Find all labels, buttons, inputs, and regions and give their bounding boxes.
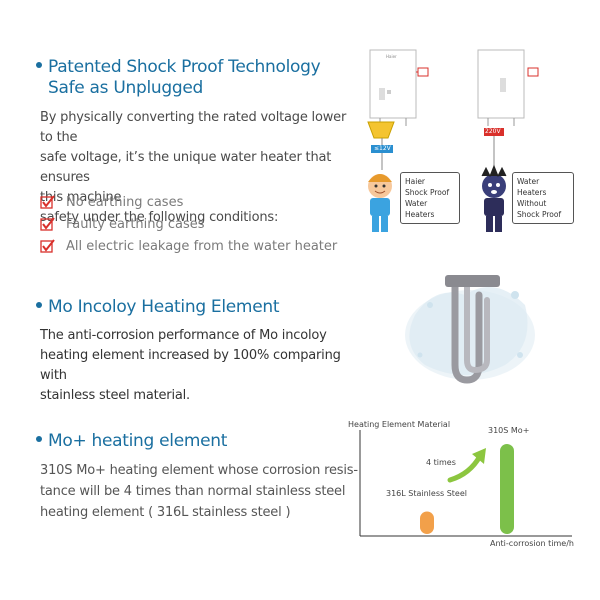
corrosion-chart: Heating Element Material Anti-corrosion … xyxy=(340,418,580,558)
shocked-child-icon xyxy=(481,164,507,232)
callout-line: Without xyxy=(517,199,547,208)
section2-title-text: Mo Incoloy Heating Element xyxy=(48,297,280,317)
shock-proof-illustration: Haier xyxy=(350,40,590,250)
water-heater-diagram: Haier xyxy=(367,49,539,232)
section3-body-line: 310S Mo+ heating element whose corrosion… xyxy=(40,463,358,478)
section1-title-line2: Safe as Unplugged xyxy=(48,78,203,98)
y-axis-label: Heating Element Material xyxy=(348,420,451,429)
section3-body-line: tance will be 4 times than normal stainl… xyxy=(40,484,346,499)
section3-body: 310S Mo+ heating element whose corrosion… xyxy=(40,460,360,523)
right-callout: Water Heaters Without Shock Proof xyxy=(512,172,574,224)
conditions-list: No earthing cases Faulty earthing cases … xyxy=(40,191,337,257)
checkmark-icon xyxy=(40,195,55,209)
section2-body: The anti-corrosion performance of Mo inc… xyxy=(40,326,360,406)
condition-item: No earthing cases xyxy=(40,191,337,213)
section1-body-line: safety under the following conditions: xyxy=(40,210,279,225)
section1-title: Patented Shock Proof Technology xyxy=(36,56,321,78)
section3-body-line: heating element ( 316L stainless steel ) xyxy=(40,505,291,520)
callout-line: Water Heaters xyxy=(517,177,547,197)
section1-body-line: By physically converting the rated volta… xyxy=(40,110,347,145)
section1-title-line1: Patented Shock Proof Technology xyxy=(48,57,321,77)
callout-line: Water Heaters xyxy=(405,199,435,219)
condition-item: All electric leakage from the water heat… xyxy=(40,235,337,257)
condition-text: All electric leakage from the water heat… xyxy=(66,238,338,254)
up-arrow-icon xyxy=(447,448,486,483)
water-heater-left-icon: Haier xyxy=(367,49,429,170)
happy-child-icon xyxy=(368,174,392,232)
callout-line: Shock Proof xyxy=(405,188,450,197)
voltage-12-label: ≤12V xyxy=(374,145,391,152)
bullet-icon xyxy=(36,62,42,68)
callout-line: Shock Proof xyxy=(517,210,562,219)
x-axis-label: Anti-corrosion time/h xyxy=(490,539,574,548)
condition-text: No earthing cases xyxy=(66,194,184,210)
bar-1 xyxy=(500,444,514,534)
heating-element-splash-icon xyxy=(405,275,535,384)
corrosion-chart-svg xyxy=(359,430,572,537)
section2-body-line: heating element increased by 100% compar… xyxy=(40,348,341,383)
checkmark-icon xyxy=(40,217,55,231)
condition-text: Faulty earthing cases xyxy=(66,216,205,232)
voltage-220-label: 220V xyxy=(485,128,501,135)
bar-label-316l: 316L Stainless Steel xyxy=(386,489,467,498)
section3-title: Mo+ heating element xyxy=(36,430,227,452)
callout-line: Haier xyxy=(405,177,426,186)
bar-0 xyxy=(420,511,434,534)
section3-title-text: Mo+ heating element xyxy=(48,431,228,451)
section2-body-line: stainless steel material. xyxy=(40,388,190,403)
heating-element-image xyxy=(395,255,545,395)
bar-label-310s: 310S Mo+ xyxy=(488,426,530,435)
left-callout: Haier Shock Proof Water Heaters xyxy=(400,172,460,224)
bullet-icon xyxy=(36,436,42,442)
svg-text:Haier: Haier xyxy=(386,54,397,59)
chart-annotation: 4 times xyxy=(426,458,456,467)
checkmark-icon xyxy=(40,239,55,253)
section1-body: By physically converting the rated volta… xyxy=(40,108,360,228)
bullet-icon xyxy=(36,302,42,308)
condition-item: Faulty earthing cases xyxy=(40,213,337,235)
section2-body-line: The anti-corrosion performance of Mo inc… xyxy=(40,328,327,343)
section1-body-line: this machine xyxy=(40,190,122,205)
water-heater-right-icon xyxy=(477,49,539,170)
section1-body-line: safe voltage, it’s the unique water heat… xyxy=(40,150,332,185)
section2-title: Mo Incoloy Heating Element xyxy=(36,296,280,318)
section1-subtitle: Safe as Unplugged xyxy=(48,77,203,99)
